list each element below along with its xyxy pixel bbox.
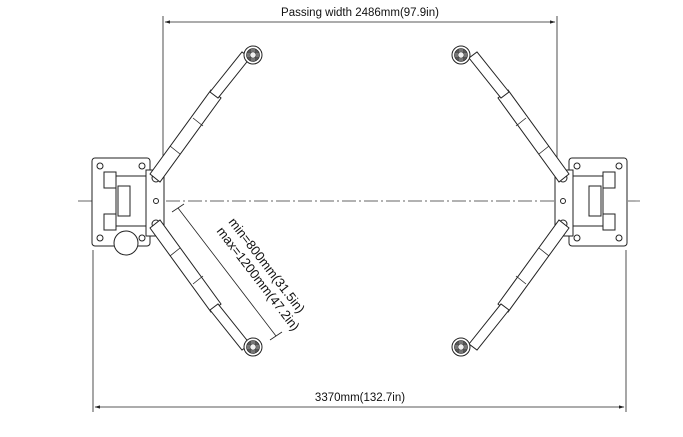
arm-lower-right <box>451 219 570 357</box>
passing-width-dimension: Passing width 2486mm(97.9in) <box>162 7 558 178</box>
lift-pad-icon <box>451 45 471 65</box>
arm-upper-right <box>451 45 570 183</box>
passing-width-label: Passing width 2486mm(97.9in) <box>281 7 439 19</box>
lift-pad-icon <box>451 337 471 357</box>
total-width-dimension: 3370mm(132.7in) <box>92 250 627 412</box>
total-width-label: 3370mm(132.7in) <box>315 392 405 404</box>
lift-pad-icon <box>243 337 263 357</box>
arm-upper-left <box>149 45 263 183</box>
left-column <box>91 157 165 256</box>
arm-lower-left <box>149 219 263 357</box>
lift-pad-icon <box>243 45 263 65</box>
